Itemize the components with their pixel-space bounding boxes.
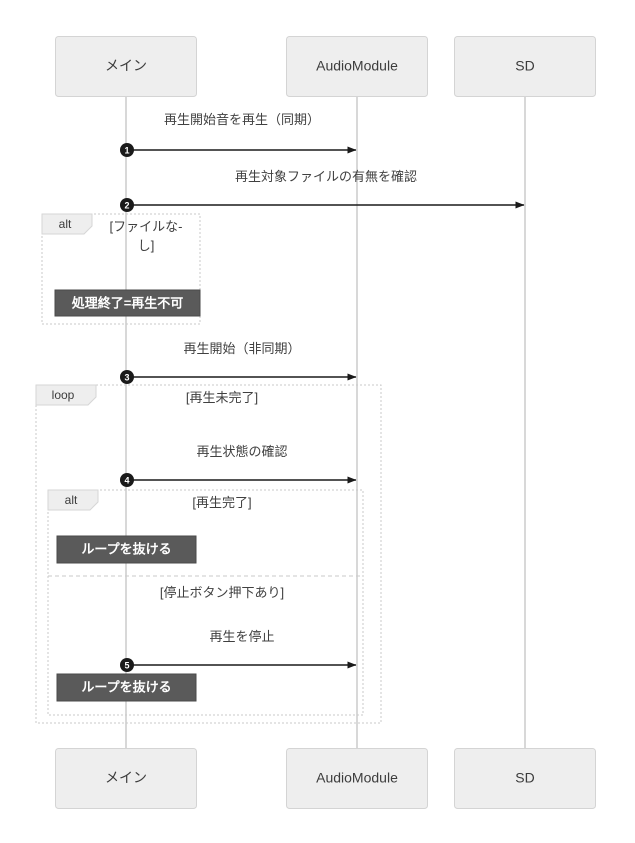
participant-main-top[interactable]: メイン <box>55 36 197 97</box>
message-sequence-number: 3 <box>124 373 129 383</box>
fragment-tab <box>41 213 93 235</box>
note-break-loop-2: ループを抜ける <box>56 673 197 702</box>
participant-audiomodule-top[interactable]: AudioModule <box>286 36 428 97</box>
fragment-operator-label: alt <box>59 217 72 231</box>
message-label: 再生状態の確認 <box>196 444 287 459</box>
message-label: 再生開始音を再生（同期） <box>164 112 320 127</box>
message-label: 再生を停止 <box>209 629 274 644</box>
participant-label: SD <box>515 770 534 786</box>
note-break-loop-1: ループを抜ける <box>56 535 197 564</box>
message-sequence-badge <box>120 143 134 157</box>
fragment-guard-line-1: [再生完了] <box>192 495 251 510</box>
participant-box[interactable] <box>55 36 197 97</box>
participant-sd-top[interactable]: SD <box>454 36 596 97</box>
participant-box[interactable] <box>55 748 197 809</box>
message-3: 再生開始（非同期） 3 <box>120 341 357 384</box>
message-5: 再生を停止 5 <box>120 629 357 672</box>
message-label: 再生開始（非同期） <box>183 341 300 356</box>
participant-sd-bottom[interactable]: SD <box>454 748 596 809</box>
participant-label: メイン <box>105 770 147 786</box>
participant-label: メイン <box>105 58 147 74</box>
fragment-alt-playback-state: alt [再生完了] [停止ボタン押下あり] <box>47 489 364 716</box>
fragment-box <box>47 489 364 716</box>
fragment-alt-no-file: alt [ファイルな- し] <box>41 213 201 325</box>
fragment-guard-line-2: [停止ボタン押下あり] <box>160 585 284 600</box>
message-sequence-number: 4 <box>124 476 129 486</box>
fragment-tab <box>35 384 97 406</box>
message-sequence-badge <box>120 473 134 487</box>
note-box <box>54 289 201 317</box>
fragment-guard-line-1: [再生未完了] <box>186 390 258 405</box>
message-sequence-number: 2 <box>124 201 129 211</box>
note-box <box>56 535 197 564</box>
participant-box[interactable] <box>286 748 428 809</box>
participant-label: SD <box>515 58 534 74</box>
message-sequence-badge <box>120 658 134 672</box>
message-sequence-badge <box>120 370 134 384</box>
message-2: 再生対象ファイルの有無を確認 2 <box>120 169 525 212</box>
participant-label: AudioModule <box>316 58 398 74</box>
note-label: 処理終了=再生不可 <box>71 295 184 310</box>
message-label: 再生対象ファイルの有無を確認 <box>235 169 417 184</box>
message-sequence-number: 1 <box>124 146 129 156</box>
message-sequence-number: 5 <box>124 661 129 671</box>
fragment-guard-line-1: [ファイルな- <box>110 219 183 234</box>
participant-main-bottom[interactable]: メイン <box>55 748 197 809</box>
lifelines <box>125 96 526 748</box>
fragment-box <box>41 213 201 325</box>
participant-audiomodule-bottom[interactable]: AudioModule <box>286 748 428 809</box>
fragment-box <box>35 384 382 724</box>
message-1: 再生開始音を再生（同期） 1 <box>120 112 357 157</box>
note-box <box>56 673 197 702</box>
fragment-operator-label: alt <box>65 493 78 507</box>
message-4: 再生状態の確認 4 <box>120 444 357 487</box>
note-label: ループを抜ける <box>81 679 171 694</box>
participant-box[interactable] <box>454 36 596 97</box>
participant-label: AudioModule <box>316 770 398 786</box>
fragment-tab <box>47 489 99 511</box>
participant-box[interactable] <box>454 748 596 809</box>
participant-box[interactable] <box>286 36 428 97</box>
fragment-loop-playing: loop [再生未完了] <box>35 384 382 724</box>
message-sequence-badge <box>120 198 134 212</box>
note-label: ループを抜ける <box>81 541 171 556</box>
note-end-unplayable: 処理終了=再生不可 <box>54 289 201 317</box>
fragment-operator-label: loop <box>52 388 75 402</box>
fragment-guard-line-2: し] <box>138 238 155 253</box>
